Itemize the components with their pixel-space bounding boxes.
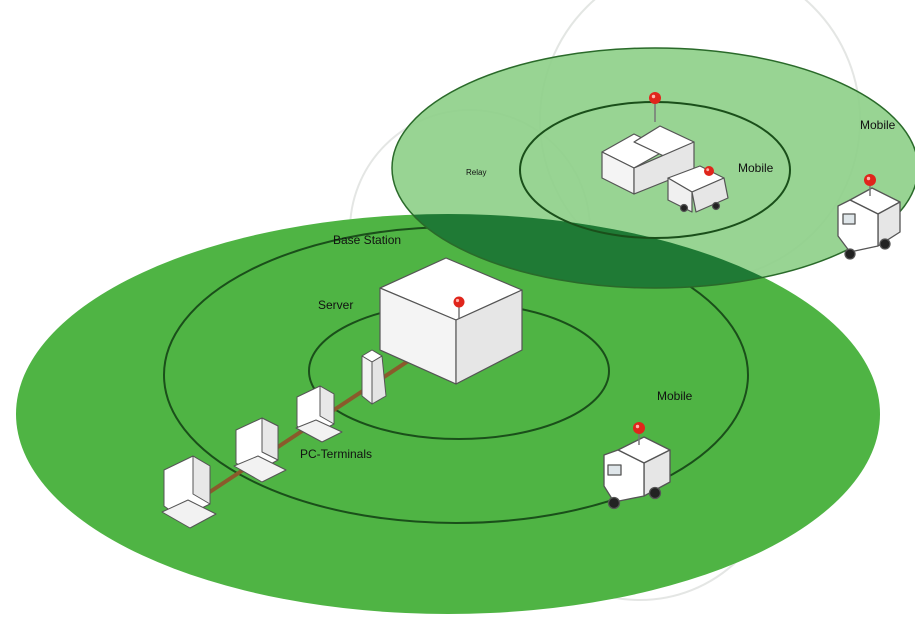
antenna-pin-icon bbox=[453, 296, 465, 318]
antenna-pin-icon bbox=[633, 422, 645, 445]
wall-unit-icon bbox=[361, 349, 387, 405]
server-building-icon bbox=[379, 257, 523, 385]
mobile-label-center: Mobile bbox=[657, 389, 693, 403]
pc-terminal-icon bbox=[233, 417, 287, 483]
relay-building-icon bbox=[601, 125, 695, 195]
relay-zone-border bbox=[391, 47, 915, 289]
mobile-label-top-right: Mobile bbox=[860, 118, 896, 132]
antenna-pin-icon bbox=[649, 92, 661, 122]
relay-label: Relay bbox=[466, 168, 487, 177]
antenna-pin-icon bbox=[704, 166, 714, 176]
pc-terminals-label: PC-Terminals bbox=[300, 447, 373, 461]
pc-terminal-icon bbox=[161, 455, 217, 529]
base-station-label: Base Station bbox=[333, 233, 402, 247]
mobile-label-relay-area: Mobile bbox=[738, 161, 774, 175]
main-zone-fill bbox=[16, 214, 880, 614]
server-label: Server bbox=[318, 298, 354, 312]
van-icon bbox=[603, 436, 671, 510]
van-icon bbox=[837, 187, 901, 260]
pc-terminal-icon bbox=[295, 385, 343, 443]
antenna-pin-icon bbox=[864, 174, 876, 196]
